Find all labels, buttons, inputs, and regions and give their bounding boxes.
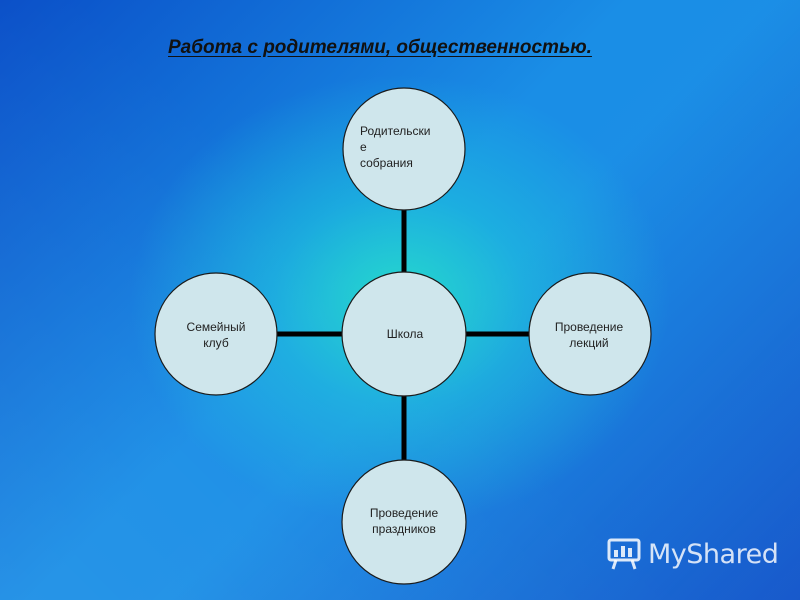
node-right-line-1: Проведение	[554, 320, 624, 334]
node-top-line-2: е	[360, 140, 367, 154]
node-center-label: Школа	[386, 327, 424, 341]
node-right	[528, 272, 652, 396]
node-top	[342, 87, 466, 211]
node-top-line-3: собрания	[360, 156, 413, 170]
node-left-line-1: Семейный	[186, 320, 246, 334]
node-bottom-line-1: Проведение	[369, 506, 439, 520]
node-bottom	[341, 459, 467, 585]
node-right-line-2: лекций	[569, 336, 609, 350]
node-top-label: Родительски е собрания	[360, 123, 460, 171]
node-center	[341, 271, 467, 397]
node-left	[154, 272, 278, 396]
node-right-label: Проведение лекций	[530, 319, 648, 351]
node-bottom-line-2: праздников	[372, 522, 436, 536]
slide-title: Работа с родителями, общественностью.	[168, 37, 592, 58]
node-left-line-2: клуб	[203, 336, 229, 350]
node-top-line-1: Родительски	[360, 124, 431, 138]
watermark-text: MyShared	[648, 538, 779, 570]
node-bottom-label: Проведение праздников	[342, 505, 466, 537]
watermark: MyShared	[606, 536, 779, 572]
presentation-board-icon	[607, 538, 641, 570]
node-left-label: Семейный клуб	[158, 319, 274, 351]
